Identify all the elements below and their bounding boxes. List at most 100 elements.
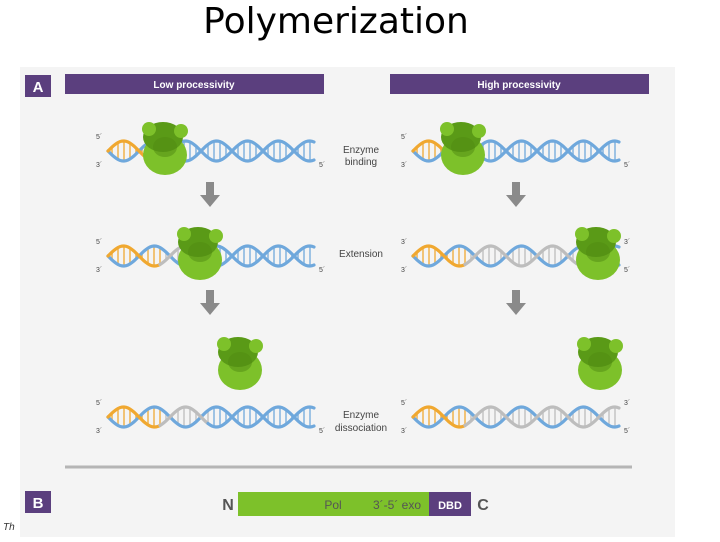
strand-end-label: 5´ (319, 162, 325, 169)
processivity-diagram: A Low processivity High processivity Enz… (25, 74, 649, 516)
high-binding-helix: 5´ 3´ 5´ (401, 134, 630, 169)
arrow-shaft (206, 182, 214, 196)
low-arrow-2 (200, 290, 220, 315)
footer-text: Th (3, 522, 15, 533)
pol-exo-domain (238, 492, 429, 516)
strand-end-label: 3´ (96, 267, 102, 274)
enzyme-lobe (177, 227, 191, 241)
n-terminus-label: N (222, 497, 234, 514)
slide-title: Polymerization (203, 1, 469, 42)
strand-end-label: 3´ (624, 239, 630, 246)
exo-domain-label: 3´-5´ exo (373, 498, 421, 512)
strand-end-label: 5´ (401, 134, 407, 141)
dna-strand (202, 244, 316, 268)
step-1-label-line1: Enzyme (343, 145, 380, 156)
low-extension-enzyme (177, 227, 223, 280)
strand-end-label: 5´ (96, 400, 102, 407)
enzyme-lobe (440, 122, 454, 136)
dna-strand (463, 405, 621, 429)
step-3-label-line2: dissociation (335, 423, 387, 434)
enzyme-lobe (609, 339, 623, 353)
arrow-shaft (512, 290, 520, 304)
arrow-head (200, 303, 220, 315)
high-arrow-1 (506, 182, 526, 207)
enzyme-lobe (472, 124, 486, 138)
low-processivity-header: Low processivity (65, 74, 324, 94)
dna-helices: 5´ 3´ 5´ 5´ 3´ 5´ 5´ 3´ 5´ 3´ 3´ 3´ 5´ 5´ 3´ 5´ 5´ 3´ 3´ 5´ (96, 134, 630, 435)
strand-end-label: 5´ (319, 267, 325, 274)
enzyme-lobe (577, 337, 591, 351)
enzyme-lobe (607, 229, 621, 243)
arrow-shaft (206, 290, 214, 304)
strand-end-label: 3´ (96, 162, 102, 169)
step-2-label: Extension (339, 249, 383, 260)
dna-strand (411, 405, 621, 429)
enzyme-cleft (153, 137, 177, 157)
high-dissociated-enzyme (577, 337, 623, 390)
high-processivity-header: High processivity (390, 74, 649, 94)
dna-strand (206, 405, 316, 429)
arrow-head (506, 195, 526, 207)
strand-end-label: 3´ (401, 239, 407, 246)
strand-end-label: 3´ (96, 428, 102, 435)
high-extension-enzyme (575, 227, 621, 280)
panel-b-label: B (25, 491, 51, 513)
c-terminus-label: C (477, 497, 489, 514)
dna-strand (411, 405, 467, 429)
step-3-label-line1: Enzyme (343, 410, 380, 421)
dna-strand (106, 139, 316, 163)
panel-a-letter: A (33, 79, 44, 96)
enzyme-lobe (174, 124, 188, 138)
arrow-shaft (512, 182, 520, 196)
strand-end-label: 5´ (624, 267, 630, 274)
high-dissociation-helix: 5´ 3´ 3´ 5´ (401, 400, 630, 435)
panel-b-letter: B (33, 495, 44, 512)
high-processivity-label: High processivity (477, 80, 561, 91)
strand-end-label: 3´ (401, 428, 407, 435)
dna-strand (158, 405, 210, 428)
strand-end-label: 3´ (624, 400, 630, 407)
dbd-domain (429, 492, 471, 516)
enzyme-cleft (451, 137, 475, 157)
high-arrow-2 (506, 290, 526, 315)
low-binding-enzyme (142, 122, 188, 175)
enzyme-lobe (217, 337, 231, 351)
enzyme-lobe (575, 227, 589, 241)
low-binding-helix: 5´ 3´ 5´ (96, 134, 325, 169)
dna-strand (106, 405, 162, 429)
pol-domain-label: Pol (324, 498, 341, 512)
dna-strand (411, 244, 467, 268)
arrow-head (200, 195, 220, 207)
dna-strand (106, 405, 316, 429)
strand-end-label: 5´ (624, 428, 630, 435)
low-dissociation-helix: 5´ 3´ 5´ (96, 400, 325, 435)
strand-end-label: 5´ (401, 400, 407, 407)
low-dissociated-enzyme (217, 337, 263, 390)
enzyme-lobe (249, 339, 263, 353)
enzyme-lobe (142, 122, 156, 136)
enzyme-cleft (586, 242, 610, 262)
high-binding-enzyme (440, 122, 486, 175)
enzyme-cleft (228, 352, 252, 372)
step-1-label-line2: binding (345, 157, 377, 168)
strand-end-label: 5´ (624, 162, 630, 169)
strand-end-label: 3´ (401, 267, 407, 274)
enzyme-cleft (588, 352, 612, 372)
strand-end-label: 5´ (319, 428, 325, 435)
strand-end-label: 5´ (96, 134, 102, 141)
low-arrow-1 (200, 182, 220, 207)
low-processivity-label: Low processivity (153, 80, 235, 91)
domain-bar: Pol 3´-5´ exo DBD (238, 492, 471, 516)
enzyme-cleft (188, 242, 212, 262)
strand-end-label: 3´ (401, 162, 407, 169)
step-arrows (200, 182, 526, 315)
dna-strand (106, 244, 162, 268)
panel-a-label: A (25, 75, 51, 97)
dbd-domain-label: DBD (438, 500, 462, 512)
arrow-head (506, 303, 526, 315)
strand-end-label: 5´ (96, 239, 102, 246)
processivity-figure: A Low processivity High processivity Enz… (20, 67, 675, 537)
dna-strand (463, 244, 591, 268)
enzyme-lobe (209, 229, 223, 243)
enzymes (142, 122, 623, 390)
